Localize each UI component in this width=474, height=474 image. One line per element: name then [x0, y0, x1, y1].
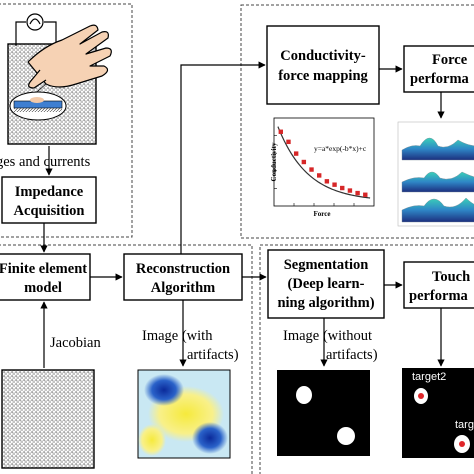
fit-point-3: [301, 159, 307, 165]
mapping-box[interactable]: [266, 25, 380, 105]
model-label: model: [24, 280, 62, 296]
arrow-reconstruction-to-mapping: [180, 61, 266, 254]
impedance-label: Impedance: [15, 184, 84, 200]
finite-element-box[interactable]: [0, 253, 91, 301]
mapping-group: [240, 4, 474, 239]
force-surface-plots: [397, 121, 474, 227]
fit-point-7: [332, 182, 337, 187]
fit-point-0: [278, 129, 283, 134]
acquisition-label: Acquisition: [14, 203, 85, 219]
fit-point-6: [324, 179, 330, 184]
jacobian-label: Jacobian: [50, 335, 101, 351]
plot-y-label: Conductivity: [270, 142, 278, 181]
fit-curve: [277, 126, 371, 199]
segmentation-box[interactable]: [267, 249, 385, 319]
fit-point-1: [286, 139, 291, 145]
fit-plot-ticks: [274, 135, 355, 206]
plot-x-label: Force: [314, 210, 331, 218]
acquisition-group: [0, 3, 133, 238]
impedance-acquisition-box[interactable]: [1, 176, 97, 224]
algorithm-label: Algorithm: [151, 280, 215, 296]
force-mapping-label: force mapping: [278, 68, 368, 84]
fit-point-9: [347, 188, 353, 193]
fit-point-2: [293, 151, 299, 156]
target-partial-label: targ: [455, 419, 474, 431]
target2-marker: [418, 393, 424, 399]
hand-sensor-illustration: [7, 13, 112, 145]
fit-points: [278, 129, 368, 197]
segmented-image: [277, 370, 370, 456]
reconstruction-group: [0, 244, 253, 474]
artifacts-label: artifacts): [187, 347, 239, 363]
fit-equation: y=a*exp(-b*x)+c: [314, 144, 367, 153]
fit-point-8: [340, 185, 345, 191]
fem-mesh: [1, 369, 95, 469]
fit-point-4: [309, 167, 314, 172]
fit-plot: y=a*exp(-b*x)+c Conductivity Force: [270, 117, 375, 218]
fit-point-10: [355, 190, 360, 196]
touch-result-image: [402, 368, 474, 458]
segmentation-label: Segmentation: [284, 257, 369, 273]
finite-label: Finite element: [0, 261, 87, 277]
segmentation-group: [259, 244, 474, 474]
image-without-label: Image (without: [283, 328, 372, 344]
force-performance-label: performa: [410, 71, 470, 87]
fit-point-5: [317, 173, 322, 178]
touch-label: Touch: [432, 269, 470, 285]
force-label: Force: [432, 52, 468, 68]
reconstruction-label: Reconstruction: [136, 261, 230, 277]
conductivity-label: Conductivity-: [280, 48, 366, 64]
target2-label: target2: [412, 371, 446, 383]
image-with-label: Image (with: [142, 328, 213, 344]
target-marker: [459, 441, 465, 447]
touch-performance-box[interactable]: [403, 261, 474, 309]
deep-learn-label: (Deep learn-: [288, 276, 365, 292]
force-performance-box[interactable]: [403, 45, 474, 93]
reconstructed-image: [137, 369, 231, 459]
fit-point-11: [363, 192, 368, 197]
voltages-label: ges and currents: [0, 154, 91, 170]
touch-performance-label: performa: [409, 288, 469, 304]
algorithm-paren-label: ning algorithm): [277, 295, 374, 311]
artifacts-without-label: artifacts): [326, 347, 378, 363]
